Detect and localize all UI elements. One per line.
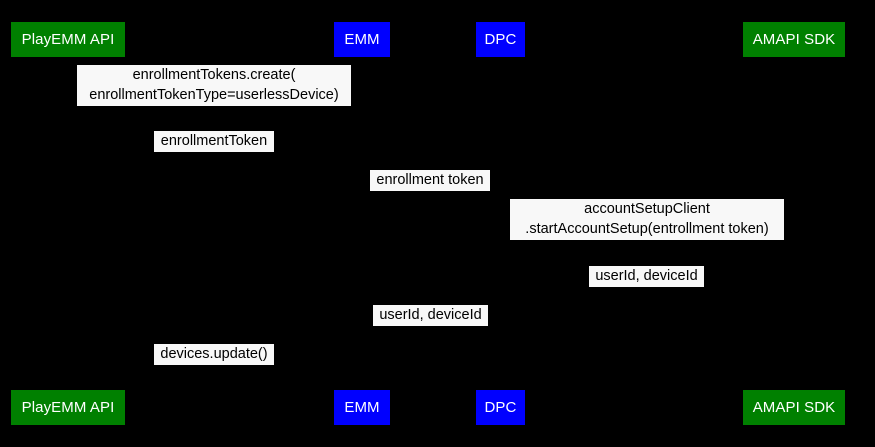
- participant-top-emm[interactable]: EMM: [334, 22, 390, 57]
- participant-label: AMAPI SDK: [752, 399, 836, 416]
- participant-label: DPC: [484, 31, 517, 48]
- participant-label: EMM: [344, 31, 380, 48]
- participant-bottom-emm[interactable]: EMM: [334, 390, 390, 425]
- participant-label: DPC: [484, 399, 517, 416]
- message-line: userId, deviceId: [595, 268, 698, 284]
- participant-label: AMAPI SDK: [752, 31, 836, 48]
- participant-label: EMM: [344, 399, 380, 416]
- participant-bottom-dpc[interactable]: DPC: [476, 390, 525, 425]
- message-label-devices-update: devices.update(): [154, 344, 274, 365]
- message-line: devices.update(): [160, 346, 268, 362]
- participant-bottom-amapi-sdk[interactable]: AMAPI SDK: [743, 390, 845, 425]
- message-line: .startAccountSetup(entrollment token): [525, 221, 769, 237]
- message-line: enrollment token: [376, 172, 484, 188]
- message-label-userid-deviceid-sdk-to-dpc: userId, deviceId: [589, 266, 704, 287]
- message-line: userId, deviceId: [379, 307, 482, 323]
- participant-top-amapi-sdk[interactable]: AMAPI SDK: [743, 22, 845, 57]
- message-line: enrollmentTokenType=userlessDevice): [89, 87, 339, 103]
- participant-top-playemm-api[interactable]: PlayEMM API: [11, 22, 125, 57]
- participant-label: PlayEMM API: [21, 31, 115, 48]
- participant-bottom-playemm-api[interactable]: PlayEMM API: [11, 390, 125, 425]
- message-label-enrollment-token-transfer: enrollment token: [370, 170, 490, 191]
- message-line: accountSetupClient: [584, 201, 710, 217]
- message-line: enrollmentToken: [160, 133, 268, 149]
- message-label-enrollment-token-response: enrollmentToken: [154, 131, 274, 152]
- message-label-enrollment-tokens-create: enrollmentTokens.create( enrollmentTokenT…: [77, 65, 351, 106]
- message-label-start-account-setup: accountSetupClient .startAccountSetup(ent…: [510, 199, 784, 240]
- participant-top-dpc[interactable]: DPC: [476, 22, 525, 57]
- message-line: enrollmentTokens.create(: [132, 67, 296, 83]
- participant-label: PlayEMM API: [21, 399, 115, 416]
- message-label-userid-deviceid-dpc-to-emm: userId, deviceId: [373, 305, 488, 326]
